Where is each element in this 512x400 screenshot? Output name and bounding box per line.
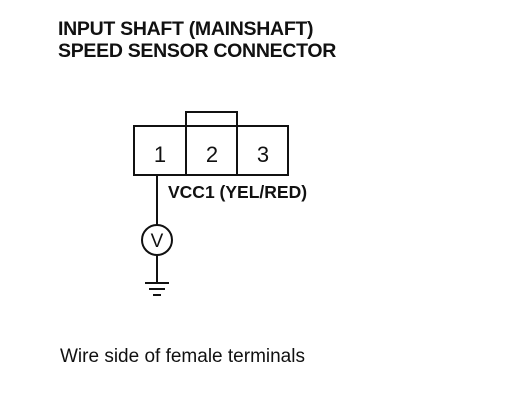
connector-locking-tab bbox=[185, 111, 238, 127]
pin-1-label: 1 bbox=[154, 142, 166, 167]
diagram-title: INPUT SHAFT (MAINSHAFT) SPEED SENSOR CON… bbox=[58, 18, 336, 62]
voltmeter-icon: V bbox=[141, 224, 173, 256]
connector bbox=[133, 111, 289, 176]
diagram-caption: Wire side of female terminals bbox=[60, 346, 305, 367]
ground-icon bbox=[145, 282, 169, 296]
title-line-2: SPEED SENSOR CONNECTOR bbox=[58, 40, 337, 62]
voltmeter-symbol: V bbox=[151, 231, 164, 252]
connector-housing bbox=[133, 125, 289, 176]
title-line-1: INPUT SHAFT (MAINSHAFT) bbox=[58, 18, 314, 40]
pin-2-label: 2 bbox=[206, 142, 218, 167]
pin-3-label: 3 bbox=[257, 142, 269, 167]
wire-label: VCC1 (YEL/RED) bbox=[168, 182, 307, 202]
